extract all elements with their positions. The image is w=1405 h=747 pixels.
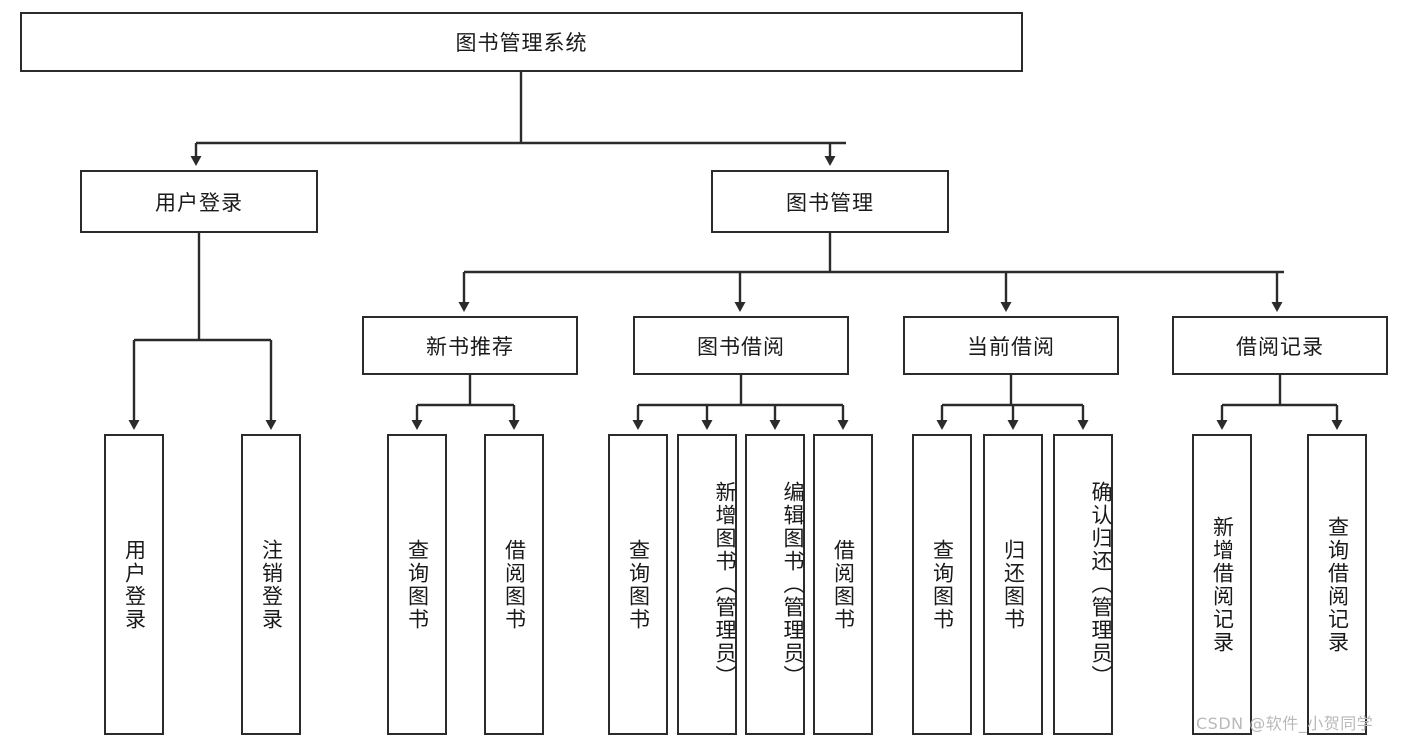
leaf-query-borrow-record-label: 查询借阅记录 [1325, 515, 1350, 654]
node-borrow-records-label: 借阅记录 [1236, 334, 1324, 359]
leaf-logout-label: 注销登录 [259, 538, 284, 631]
leaf-borrow-book-recommend-label: 借阅图书 [502, 538, 527, 631]
leaf-return-book[interactable]: 归还图书 [983, 434, 1043, 735]
leaf-user-login[interactable]: 用户登录 [104, 434, 164, 735]
leaf-edit-book-admin-label: 编辑图书（管理员） [781, 481, 805, 688]
node-book-management-label: 图书管理 [786, 190, 874, 215]
leaf-user-login-label: 用户登录 [122, 538, 147, 631]
leaf-borrow-book-label: 借阅图书 [831, 538, 856, 631]
node-new-book-recommend[interactable]: 新书推荐 [362, 316, 578, 375]
leaf-query-book-recommend-label: 查询图书 [405, 538, 430, 631]
csdn-watermark: CSDN @软件_小贺同学 [1196, 714, 1374, 733]
leaf-borrow-book-recommend[interactable]: 借阅图书 [484, 434, 544, 735]
node-root-label: 图书管理系统 [455, 31, 588, 55]
node-book-borrow[interactable]: 图书借阅 [633, 316, 849, 375]
node-current-borrow-label: 当前借阅 [967, 334, 1055, 359]
node-book-management[interactable]: 图书管理 [711, 170, 949, 233]
leaf-confirm-return-admin-label: 确认归还（管理员） [1089, 481, 1113, 688]
leaf-add-borrow-record[interactable]: 新增借阅记录 [1192, 434, 1252, 735]
leaf-add-book-admin[interactable]: 新增图书（管理员） [677, 434, 737, 735]
leaf-return-book-label: 归还图书 [1001, 538, 1026, 631]
leaf-query-book-recommend[interactable]: 查询图书 [387, 434, 447, 735]
node-new-book-recommend-label: 新书推荐 [426, 334, 514, 359]
leaf-query-book-current[interactable]: 查询图书 [912, 434, 972, 735]
leaf-query-borrow-record[interactable]: 查询借阅记录 [1307, 434, 1367, 735]
node-book-borrow-label: 图书借阅 [697, 334, 785, 359]
leaf-query-book-borrow-label: 查询图书 [626, 538, 651, 631]
leaf-add-book-admin-label: 新增图书（管理员） [713, 481, 737, 688]
leaf-add-borrow-record-label: 新增借阅记录 [1210, 515, 1235, 654]
node-user-login[interactable]: 用户登录 [80, 170, 318, 233]
node-user-login-label: 用户登录 [155, 190, 243, 215]
node-root[interactable]: 图书管理系统 [20, 12, 1023, 72]
leaf-logout[interactable]: 注销登录 [241, 434, 301, 735]
leaf-query-book-current-label: 查询图书 [930, 538, 955, 631]
leaf-confirm-return-admin[interactable]: 确认归还（管理员） [1053, 434, 1113, 735]
node-borrow-records[interactable]: 借阅记录 [1172, 316, 1388, 375]
node-current-borrow[interactable]: 当前借阅 [903, 316, 1119, 375]
leaf-query-book-borrow[interactable]: 查询图书 [608, 434, 668, 735]
leaf-borrow-book[interactable]: 借阅图书 [813, 434, 873, 735]
leaf-edit-book-admin[interactable]: 编辑图书（管理员） [745, 434, 805, 735]
